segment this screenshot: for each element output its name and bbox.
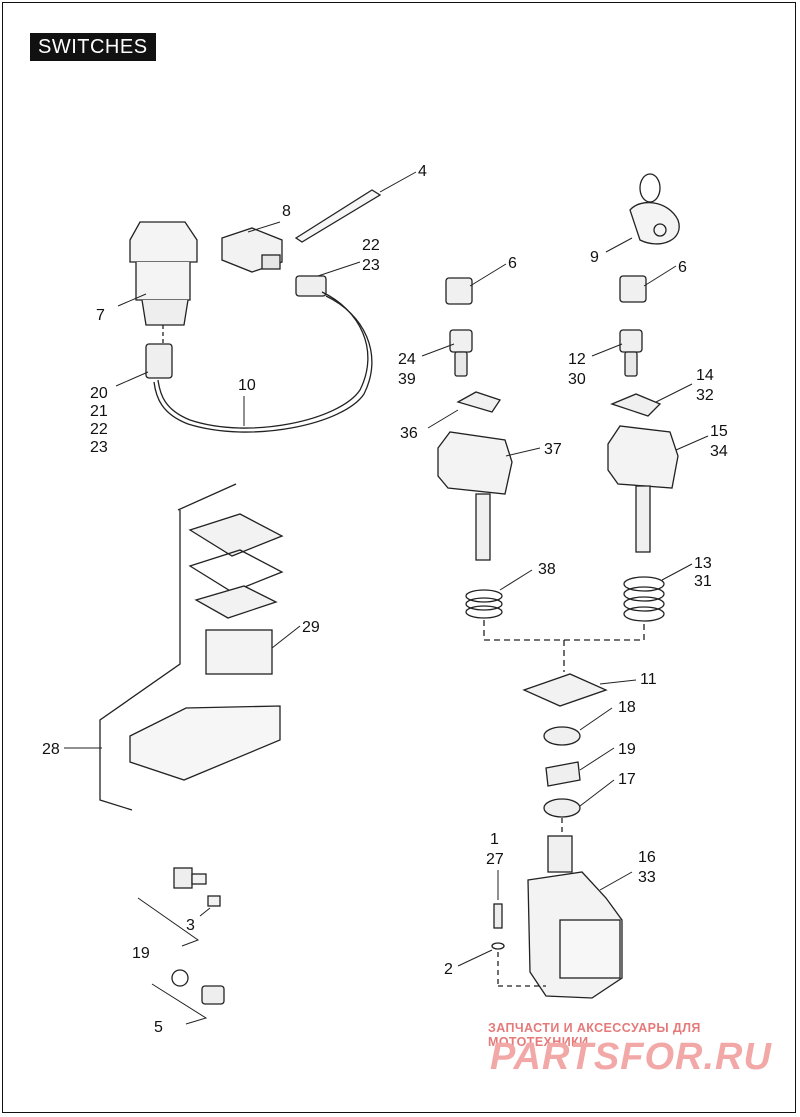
- callout-32: 31: [694, 573, 712, 590]
- callout-8: 9: [590, 249, 599, 266]
- part-detent-plate: [522, 673, 608, 707]
- part-spring-right: [623, 576, 665, 622]
- part-knob-left: [437, 431, 513, 561]
- callout-37: 37: [544, 441, 562, 458]
- callout-39: 39: [398, 371, 416, 388]
- callout-25: 22: [362, 237, 380, 254]
- page-title: SWITCHES: [30, 33, 156, 61]
- part-cam-19: [545, 761, 581, 787]
- part-pressure-switch: [171, 969, 225, 1005]
- part-key-right: [619, 329, 643, 377]
- callout-36: 36: [400, 425, 418, 442]
- callout-7: 7: [96, 307, 105, 324]
- callout-12: 12: [568, 351, 586, 368]
- part-connector-block: [221, 227, 283, 273]
- part-cable-tie: [294, 189, 382, 243]
- part-ring-18: [543, 726, 581, 746]
- part-ignition-switch: [527, 835, 623, 999]
- part-plate-left: [456, 391, 502, 413]
- callout-33: 32: [696, 387, 714, 404]
- callout-26: 23: [362, 257, 380, 274]
- watermark-brand: PARTSFOR.RU: [490, 1036, 772, 1078]
- callout-28: 27: [486, 851, 504, 868]
- callout-38: 38: [538, 561, 556, 578]
- callout-21: 20: [90, 385, 108, 402]
- callout-23: 22: [90, 421, 108, 438]
- watermark-subtitle: ЗАПЧАСТИ И АКСЕССУАРЫ ДЛЯ МОТОТЕХНИКИ: [488, 1021, 701, 1049]
- part-key-cap-right: [619, 275, 647, 303]
- callout-6-left: 6: [508, 255, 517, 272]
- part-key-cap-left: [445, 277, 473, 305]
- part-module-assembly: [99, 483, 284, 811]
- callout-11: 11: [640, 671, 657, 688]
- part-plate-right: [610, 393, 662, 417]
- part-key-left: [449, 329, 473, 377]
- callout-30: 29: [302, 619, 320, 636]
- part-washer: [491, 942, 505, 950]
- callout-31: 30: [568, 371, 586, 388]
- callout-2: 2: [444, 961, 453, 978]
- callout-10: 10: [238, 377, 256, 394]
- callout-9: 8: [282, 203, 291, 220]
- callout-17: 17: [618, 771, 636, 788]
- callout-15: 15: [710, 423, 728, 440]
- part-key-tag: [629, 173, 680, 245]
- part-ring-17: [543, 798, 581, 818]
- part-sensor: [173, 867, 221, 907]
- callout-29: 28: [42, 741, 60, 758]
- callout-20: 19: [132, 945, 150, 962]
- callout-6-right: 6: [678, 259, 687, 276]
- callout-5: 5: [154, 1019, 163, 1036]
- callout-18: 18: [618, 699, 636, 716]
- callout-16: 16: [638, 849, 656, 866]
- callout-13: 13: [694, 555, 712, 572]
- part-wire-harness: [145, 275, 373, 433]
- part-switch-housing: [129, 221, 198, 345]
- callout-35: 34: [710, 443, 728, 460]
- callout-1: 1: [490, 831, 499, 848]
- callout-19: 19: [618, 741, 636, 758]
- part-knob-right: [607, 425, 679, 553]
- callout-24: 23: [90, 439, 108, 456]
- part-spring-left: [465, 589, 503, 619]
- callout-14: 14: [696, 367, 714, 384]
- callout-22: 21: [90, 403, 108, 420]
- part-screw: [493, 903, 503, 929]
- callout-3: 3: [186, 917, 195, 934]
- callout-34: 33: [638, 869, 656, 886]
- callout-4: 4: [418, 163, 427, 180]
- callout-27: 24: [398, 351, 416, 368]
